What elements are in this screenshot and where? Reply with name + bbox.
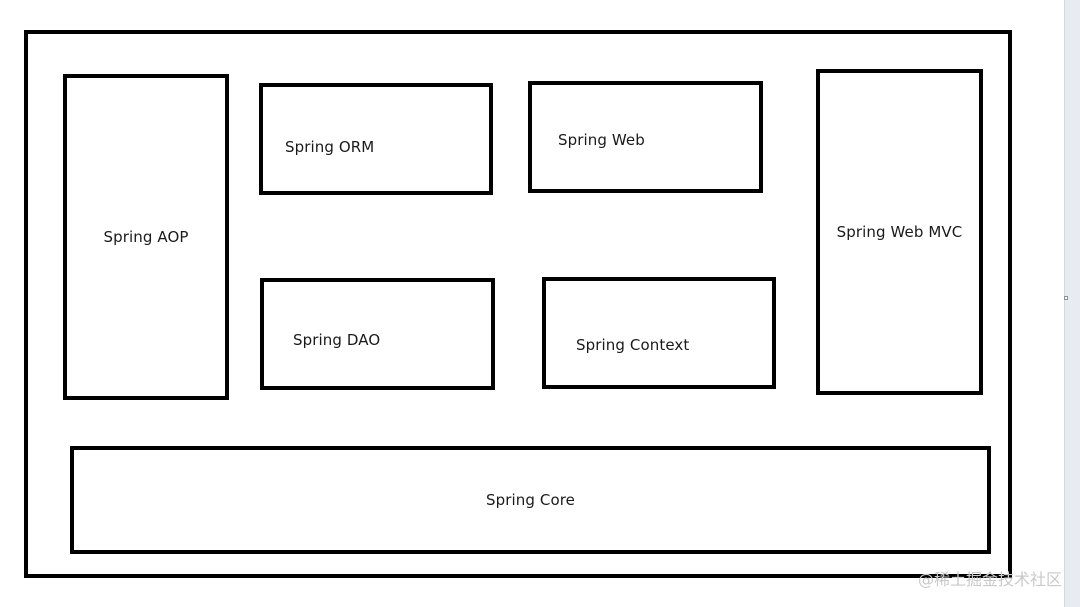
module-label: Spring Web MVC (836, 223, 963, 241)
module-label: Spring Web (558, 131, 645, 149)
module-spring-aop: Spring AOP (63, 74, 229, 400)
module-label: Spring ORM (285, 138, 375, 156)
module-spring-web: Spring Web (528, 81, 763, 193)
module-spring-context: Spring Context (542, 277, 776, 389)
vertical-scrollbar[interactable] (1064, 0, 1080, 607)
module-label: Spring DAO (293, 331, 381, 349)
architecture-frame (24, 30, 1012, 578)
module-spring-core: Spring Core (70, 446, 991, 554)
module-spring-web-mvc: Spring Web MVC (816, 69, 983, 395)
module-spring-dao: Spring DAO (260, 278, 495, 390)
module-label: Spring Core (486, 491, 575, 509)
module-label: Spring AOP (103, 228, 189, 246)
scroll-marker-icon (1064, 296, 1068, 300)
module-label: Spring Context (576, 336, 690, 354)
module-spring-orm: Spring ORM (259, 83, 493, 195)
watermark-text: @稀土掘金技术社区 (917, 570, 1062, 589)
